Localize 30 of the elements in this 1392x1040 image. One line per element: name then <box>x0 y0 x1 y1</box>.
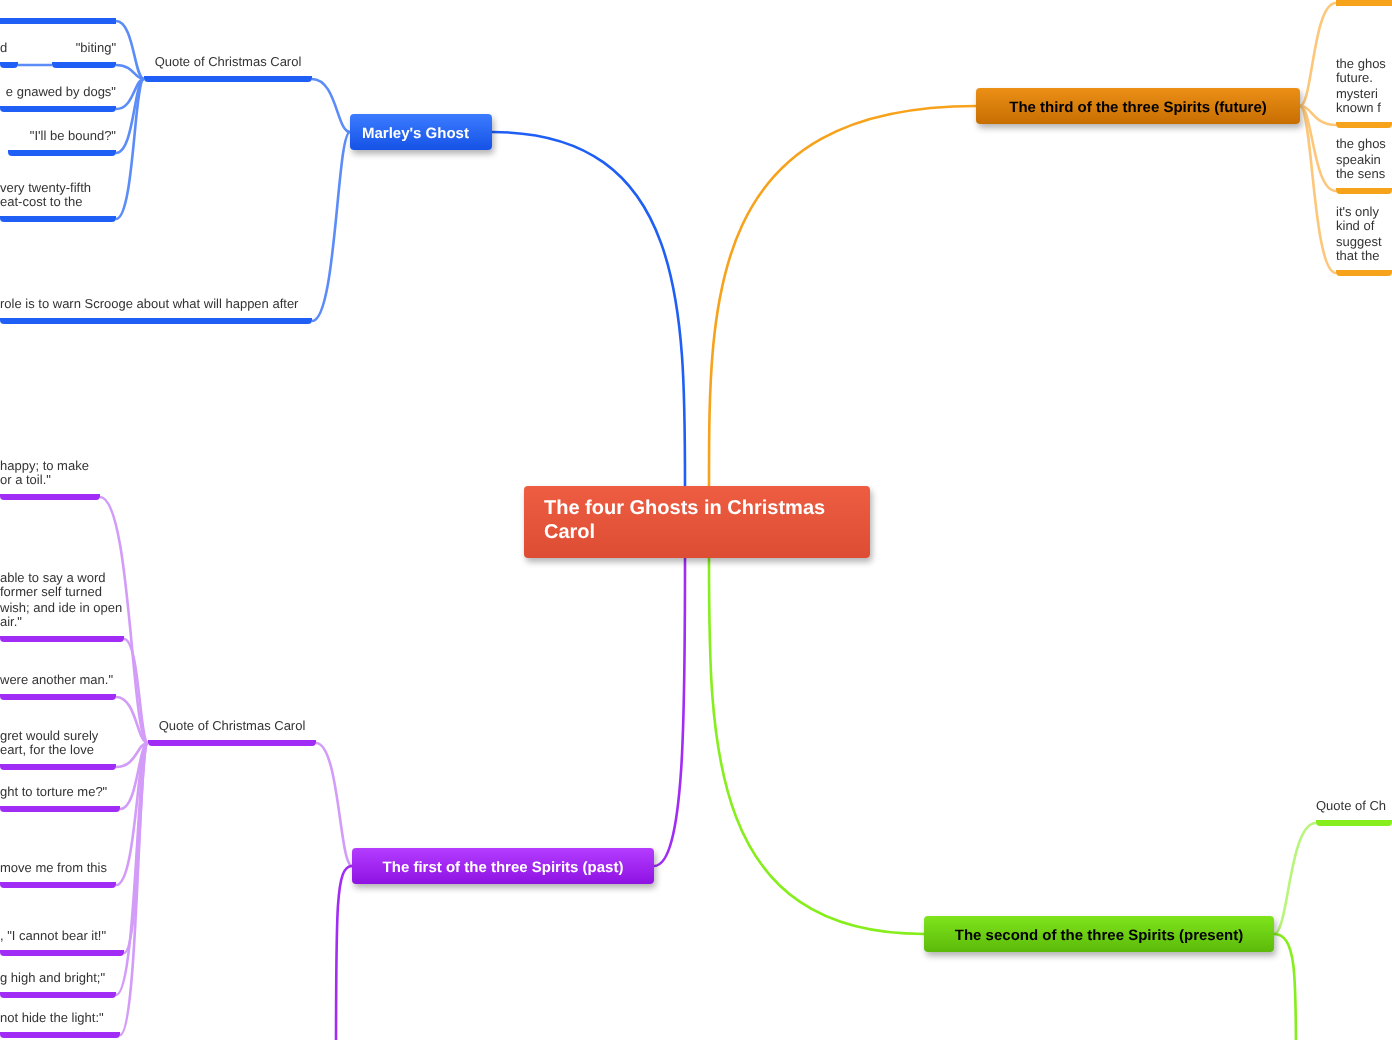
branch-line <box>653 558 687 868</box>
branch-line <box>115 77 145 111</box>
branch-line <box>115 741 149 769</box>
branch-line <box>115 63 145 81</box>
topic-underline <box>0 18 116 24</box>
branch-line <box>1273 932 1298 1040</box>
branch-line <box>315 741 353 867</box>
branch-line <box>99 495 149 744</box>
branch-line <box>115 78 145 221</box>
branch-line <box>491 130 687 486</box>
branch-line <box>707 104 977 486</box>
branch-line <box>119 741 149 811</box>
branch-line <box>311 77 351 134</box>
branch-line <box>1299 105 1337 275</box>
branch-line <box>115 77 145 155</box>
branch-line <box>311 131 351 323</box>
topic-underline <box>1336 0 1392 6</box>
branch-line <box>123 637 149 744</box>
branch-line <box>118 742 150 1036</box>
branch-line <box>115 695 149 745</box>
branch-line <box>707 558 925 936</box>
branch-line <box>18 63 52 67</box>
branch-line <box>1299 1 1337 108</box>
central-topic: The four Ghosts in Christmas Carol <box>524 486 870 558</box>
branch-line <box>1299 104 1337 127</box>
branch-line <box>115 742 150 996</box>
branch-line <box>1273 821 1317 936</box>
branch-line <box>334 864 353 1040</box>
branch-line <box>1299 104 1337 193</box>
branch-line <box>115 19 145 81</box>
